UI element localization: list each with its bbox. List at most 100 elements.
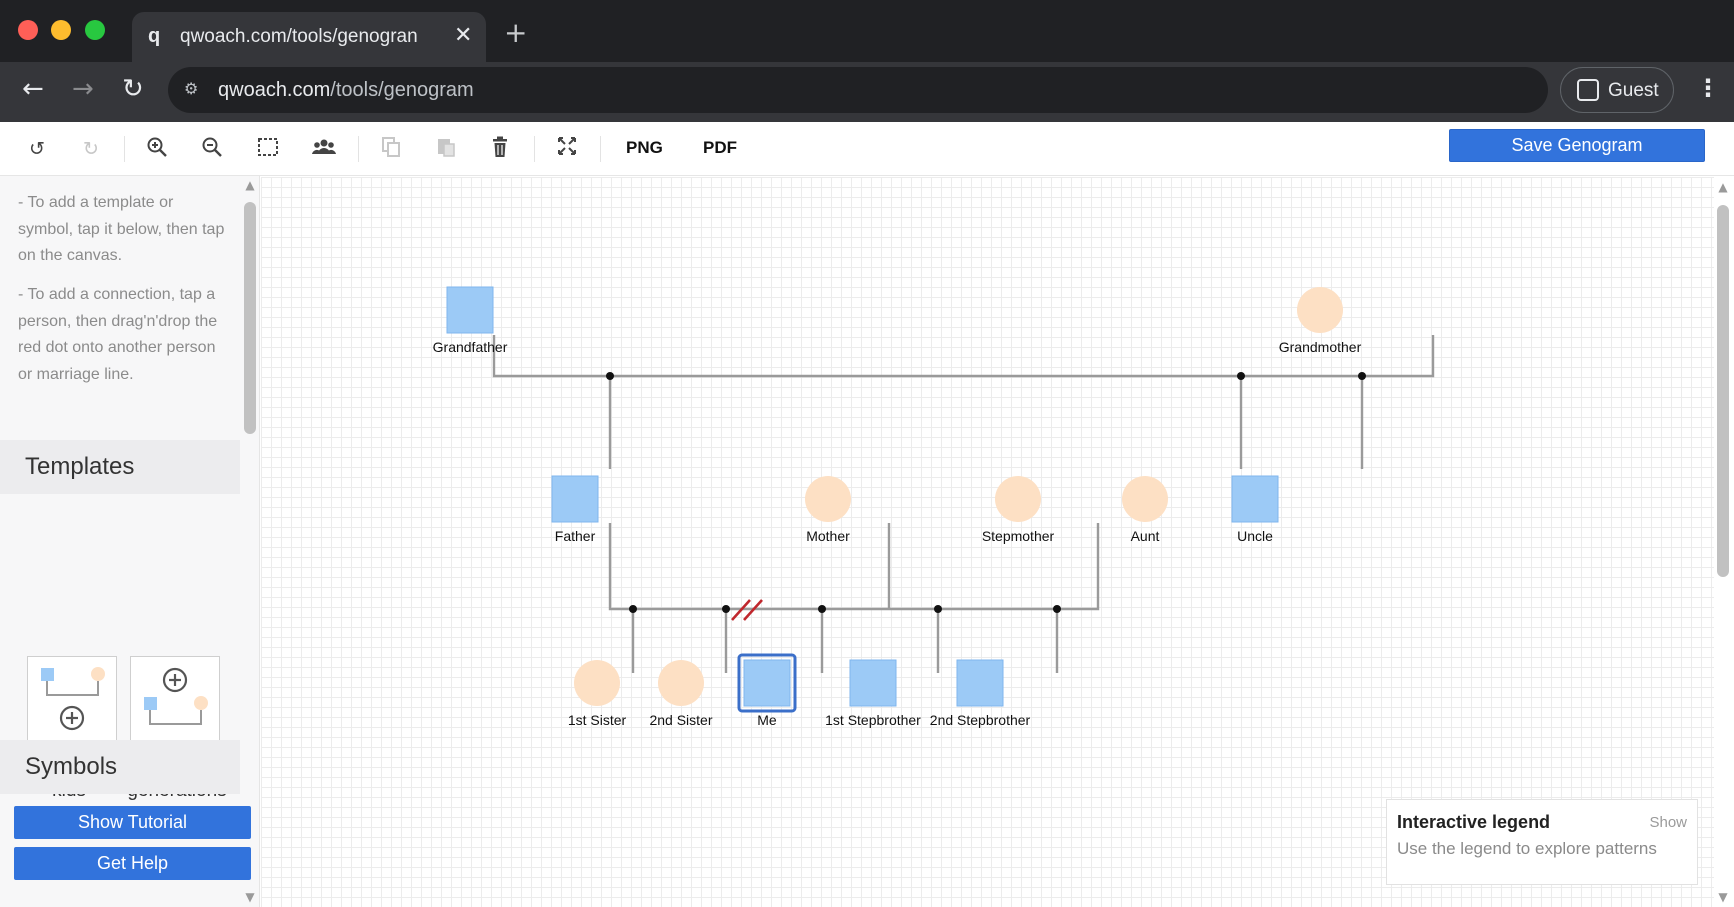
toolbar-divider	[358, 136, 359, 162]
forward-arrow-icon[interactable]: →	[72, 74, 94, 104]
grandparents-marriage-line[interactable]	[492, 335, 1435, 378]
person-label: 1st Stepbrother	[825, 712, 921, 728]
site-info-icon[interactable]: ⚙	[184, 79, 199, 98]
url-path: /tools/genogram	[330, 79, 474, 101]
new-tab-icon[interactable]: +	[504, 16, 528, 49]
sidebar-scrollbar-thumb[interactable]	[244, 202, 256, 434]
junction-dot	[629, 605, 637, 613]
female-circle-icon[interactable]	[658, 660, 704, 706]
canvas-scrollbar-thumb[interactable]	[1717, 205, 1729, 577]
export-pdf-button[interactable]: PDF	[703, 138, 737, 157]
legend-title: Interactive legend	[1397, 812, 1551, 832]
maximize-window-button[interactable]	[85, 20, 105, 40]
male-square-icon[interactable]	[743, 659, 791, 707]
person-stepbrother2[interactable]: 2nd Stepbrother	[930, 659, 1031, 728]
person-father[interactable]: Father	[551, 475, 599, 544]
junction-dot	[934, 605, 942, 613]
male-square-icon[interactable]	[1231, 475, 1279, 523]
person-stepbrother1[interactable]: 1st Stepbrother	[825, 659, 921, 728]
person-stepmother[interactable]: Stepmother	[982, 476, 1055, 544]
copy-icon[interactable]	[377, 136, 405, 162]
junction-dot	[818, 605, 826, 613]
junction-dots	[606, 372, 1366, 613]
hint-add-connection: - To add a connection, tap a person, the…	[18, 286, 218, 383]
person-label: Grandmother	[1279, 339, 1362, 355]
delete-icon[interactable]	[486, 136, 514, 162]
male-square-icon[interactable]	[446, 286, 494, 334]
person-me[interactable]: Me	[737, 653, 797, 728]
close-tab-icon[interactable]: ✕	[454, 23, 473, 48]
person-label: 1st Sister	[568, 712, 627, 728]
female-circle-icon[interactable]	[995, 476, 1041, 522]
person-sister2[interactable]: 2nd Sister	[649, 660, 713, 728]
minimize-window-button[interactable]	[51, 20, 71, 40]
male-square-icon[interactable]	[551, 475, 599, 523]
templates-section-header[interactable]: Templates	[0, 440, 240, 494]
person-uncle[interactable]: Uncle	[1231, 475, 1279, 544]
couple-kids-preview-icon	[41, 667, 105, 731]
templates-title: Templates	[25, 453, 135, 480]
browser-menu-icon[interactable]: ⋮	[1696, 74, 1720, 102]
legend-show-toggle[interactable]: Show	[1649, 814, 1687, 831]
person-label: Me	[757, 712, 777, 728]
canvas-scroll-down-icon[interactable]: ▼	[1718, 890, 1728, 904]
undo-icon[interactable]: ↺	[29, 138, 45, 160]
group-icon[interactable]	[310, 136, 338, 162]
back-arrow-icon[interactable]: ←	[22, 74, 44, 104]
person-label: Mother	[806, 528, 850, 544]
female-circle-icon[interactable]	[574, 660, 620, 706]
female-circle-icon[interactable]	[805, 476, 851, 522]
divorce-marker-icon[interactable]	[731, 599, 763, 621]
url-text[interactable]: qwoach.com/tools/genogram	[218, 79, 474, 102]
show-tutorial-button[interactable]: Show Tutorial	[14, 806, 251, 839]
address-bar[interactable]: ⚙ qwoach.com/tools/genogram	[168, 67, 1548, 113]
genogram-app: ↺ ↻ PNG PDF Save Genogram	[0, 122, 1734, 907]
person-label: Stepmother	[982, 528, 1055, 544]
paste-icon[interactable]	[432, 136, 460, 162]
scroll-up-icon[interactable]: ▲	[245, 178, 255, 192]
male-square-icon[interactable]	[956, 659, 1004, 707]
selection-outline	[737, 653, 797, 713]
interactive-legend[interactable]: Interactive legend Show Use the legend t…	[1386, 799, 1698, 885]
hint-add-template: - To add a template or symbol, tap it be…	[18, 194, 225, 264]
get-help-button[interactable]: Get Help	[14, 847, 251, 880]
person-mother[interactable]: Mother	[805, 476, 851, 544]
male-square-icon[interactable]	[849, 659, 897, 707]
father-stepmother-marriage-line[interactable]	[608, 523, 1100, 611]
select-area-icon[interactable]	[254, 136, 282, 162]
person-label: Father	[555, 528, 596, 544]
save-genogram-button[interactable]: Save Genogram	[1449, 129, 1705, 162]
profile-button[interactable]: Guest	[1560, 67, 1674, 113]
symbols-section-header[interactable]: Symbols	[0, 740, 240, 794]
editor-toolbar: ↺ ↻ PNG PDF Save Genogram	[0, 122, 1734, 176]
fit-screen-icon[interactable]	[553, 136, 581, 162]
person-grandfather[interactable]: Grandfather	[433, 286, 508, 355]
reload-icon[interactable]: ↻	[122, 74, 144, 104]
person-label: Aunt	[1131, 528, 1160, 544]
browser-tab[interactable]: q qwoach.com/tools/genogran ✕	[132, 12, 486, 62]
scroll-down-icon[interactable]: ▼	[245, 890, 255, 904]
canvas-scroll-up-icon[interactable]: ▲	[1718, 180, 1728, 194]
zoom-out-icon[interactable]	[198, 136, 226, 162]
template-multi-generations[interactable]	[130, 656, 220, 742]
person-sister1[interactable]: 1st Sister	[568, 660, 627, 728]
zoom-in-icon[interactable]	[143, 136, 171, 162]
relationship-lines	[492, 335, 1435, 673]
url-host: qwoach.com	[218, 79, 331, 101]
tab-title: qwoach.com/tools/genogran	[180, 26, 418, 47]
multi-generations-preview-icon	[144, 667, 208, 725]
template-couple-kids[interactable]	[27, 656, 117, 742]
female-circle-icon[interactable]	[1297, 287, 1343, 333]
person-aunt[interactable]: Aunt	[1122, 476, 1168, 544]
symbols-title: Symbols	[25, 753, 118, 780]
redo-icon[interactable]: ↻	[83, 138, 99, 160]
export-png-button[interactable]: PNG	[626, 138, 663, 157]
person-grandmother[interactable]: Grandmother	[1279, 287, 1362, 355]
female-circle-icon[interactable]	[1122, 476, 1168, 522]
junction-dot	[1358, 372, 1366, 380]
toolbar-divider	[600, 136, 601, 162]
close-window-button[interactable]	[18, 20, 38, 40]
